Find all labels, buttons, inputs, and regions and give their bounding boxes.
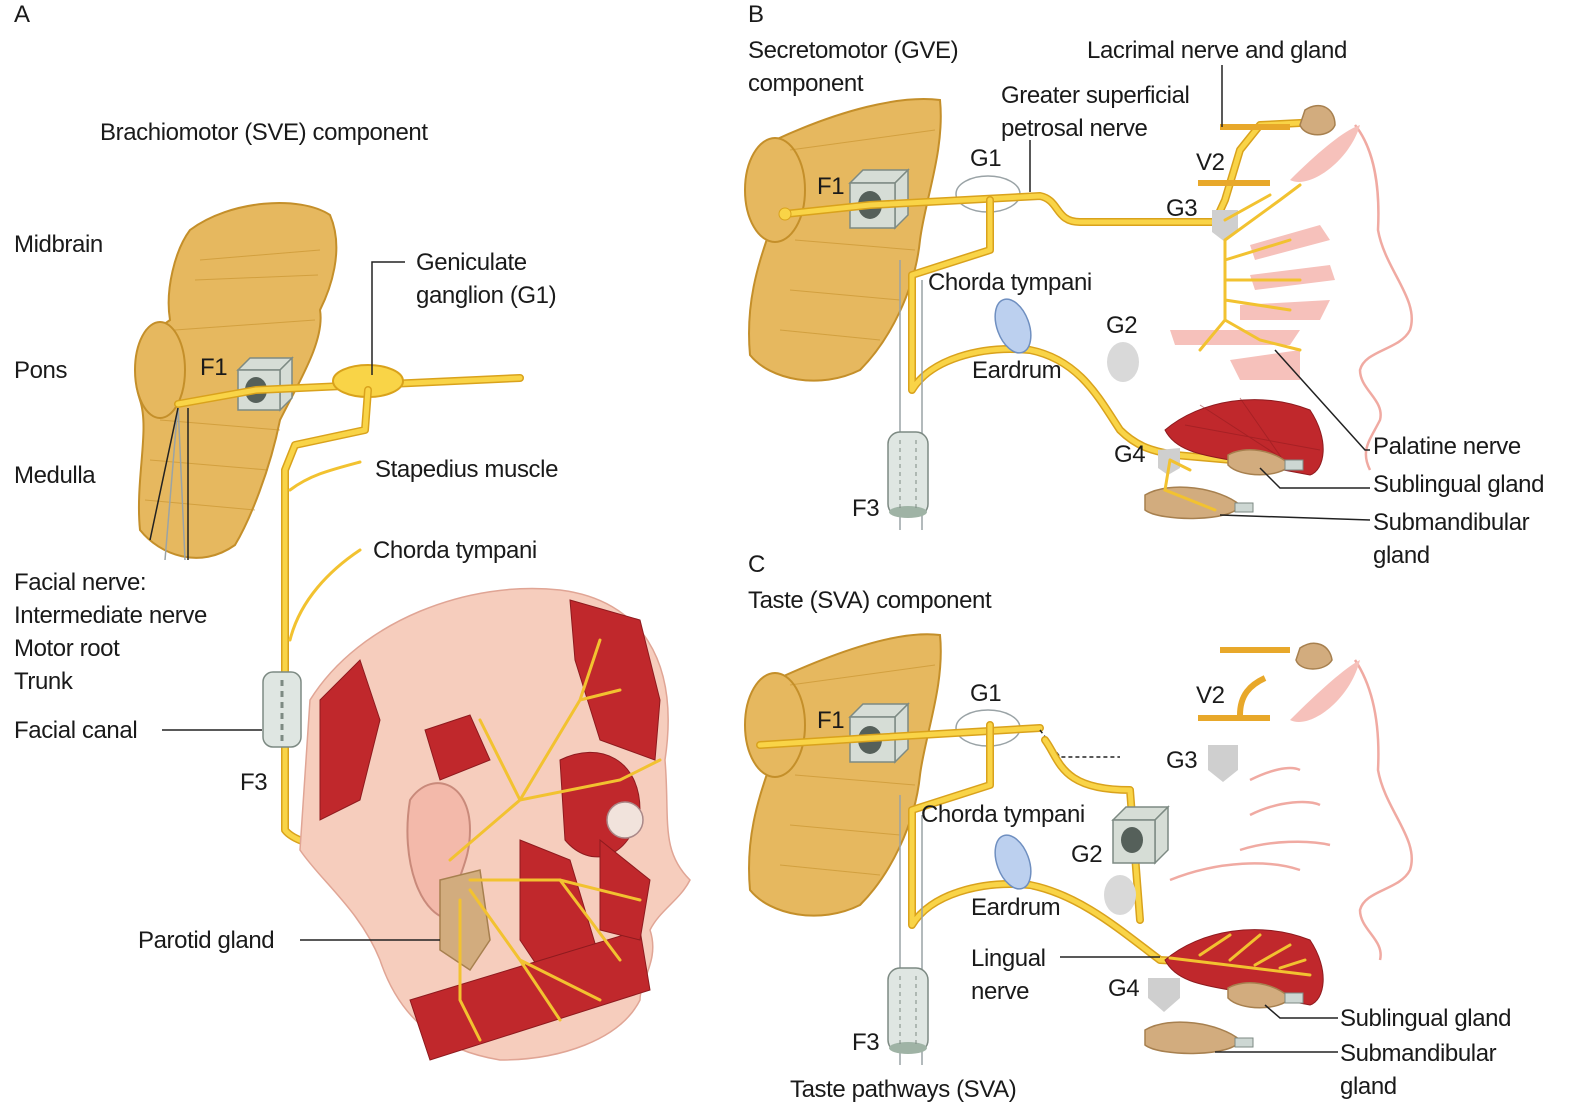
label-lingual-2: nerve <box>971 978 1029 1005</box>
f3-canal-c <box>887 967 929 1054</box>
label-geniculate-2: ganglion (G1) <box>416 282 556 309</box>
label-g1-b: G1 <box>970 145 1001 172</box>
label-stapedius: Stapedius muscle <box>375 456 558 483</box>
label-gsp-1: Greater superficial <box>1001 82 1189 109</box>
label-f3-a: F3 <box>240 769 267 796</box>
label-chorda-a: Chorda tympani <box>373 537 537 564</box>
panel-c <box>744 633 1413 1065</box>
panel-b-title-2: component <box>748 70 864 97</box>
label-submandibular-b-2: gland <box>1373 542 1430 569</box>
label-parotid: Parotid gland <box>138 927 274 954</box>
f1-box-b <box>848 168 910 230</box>
label-f3-c: F3 <box>852 1029 879 1056</box>
facial-canal-a <box>262 671 302 748</box>
label-submandibular-b-1: Submandibular <box>1373 509 1530 536</box>
face-profile-b <box>1170 124 1413 471</box>
panel-a-title: Brachiomotor (SVE) component <box>100 119 428 146</box>
label-eardrum-c: Eardrum <box>971 894 1060 921</box>
panel-b-title-1: Secretomotor (GVE) <box>748 37 958 64</box>
label-g3-b: G3 <box>1166 195 1197 222</box>
label-v2-c: V2 <box>1196 682 1225 709</box>
label-f1-b: F1 <box>817 173 844 200</box>
label-f1-c: F1 <box>817 707 844 734</box>
label-eardrum-b: Eardrum <box>972 357 1061 384</box>
panel-letter-c: C <box>748 551 765 578</box>
label-g4-b: G4 <box>1114 441 1145 468</box>
f1-box-a <box>236 356 294 412</box>
label-f3-b: F3 <box>852 495 879 522</box>
label-gsp-2: petrosal nerve <box>1001 115 1148 142</box>
label-facial-canal: Facial canal <box>14 717 137 744</box>
label-facial-nerve: Facial nerve: <box>14 569 146 596</box>
label-intermediate: Intermediate nerve <box>14 602 207 629</box>
eardrum-b <box>994 298 1032 354</box>
panel-a <box>134 202 691 1061</box>
panel-letter-a: A <box>14 1 30 28</box>
labels-c: C Taste (SVA) component G1 V2 F1 G3 Chor… <box>748 551 1511 1103</box>
label-f1-a: F1 <box>200 354 227 381</box>
label-taste-pathways: Taste pathways (SVA) <box>790 1076 1016 1103</box>
label-submandibular-c-1: Submandibular <box>1340 1040 1497 1067</box>
label-g4-c: G4 <box>1108 975 1139 1002</box>
label-sublingual-b: Sublingual gland <box>1373 471 1544 498</box>
eardrum-c <box>994 834 1032 890</box>
label-trunk: Trunk <box>14 668 74 695</box>
label-chorda-c: Chorda tympani <box>921 801 1085 828</box>
label-motor-root: Motor root <box>14 635 120 662</box>
f3-canal-b <box>887 431 929 518</box>
face-profile-c <box>1169 659 1413 961</box>
label-medulla: Medulla <box>14 462 96 489</box>
panel-letter-b: B <box>748 1 764 28</box>
brainstem-a <box>134 202 338 559</box>
labels-b: B Secretomotor (GVE) component Lacrimal … <box>748 1 1544 569</box>
labels-a: A Brachiomotor (SVE) component Midbrain … <box>14 1 558 954</box>
label-submandibular-c-2: gland <box>1340 1073 1397 1100</box>
label-g1-c: G1 <box>970 680 1001 707</box>
label-sublingual-c: Sublingual gland <box>1340 1005 1511 1032</box>
label-chorda-b: Chorda tympani <box>928 269 1092 296</box>
label-palatine: Palatine nerve <box>1373 433 1521 460</box>
panel-c-title: Taste (SVA) component <box>748 587 992 614</box>
label-lingual-1: Lingual <box>971 945 1046 972</box>
label-lacrimal: Lacrimal nerve and gland <box>1087 37 1347 64</box>
label-pons: Pons <box>14 357 68 384</box>
label-geniculate-1: Geniculate <box>416 249 527 276</box>
label-g2-c: G2 <box>1071 841 1102 868</box>
head-illustration <box>299 587 691 1061</box>
label-midbrain: Midbrain <box>14 231 103 258</box>
label-g2-b: G2 <box>1106 312 1137 339</box>
label-v2-b: V2 <box>1196 149 1225 176</box>
label-g3-c: G3 <box>1166 747 1197 774</box>
g2-box-c <box>1111 805 1170 865</box>
panel-b <box>744 65 1413 530</box>
tongue-b <box>1164 397 1324 476</box>
